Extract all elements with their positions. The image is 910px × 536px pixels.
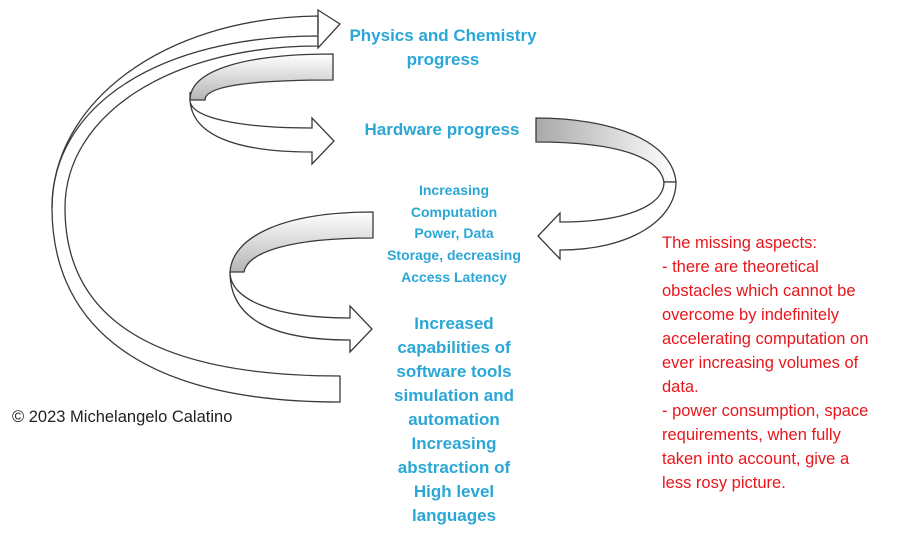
node-software-line: High level [413,482,495,501]
copyright-notice: © 2023 Michelangelo Calatino [12,408,233,426]
node-software-line: abstraction of [397,458,511,477]
node-physics-chemistry: Physics and Chemistry progress [330,24,556,72]
missing-aspects-line: - power consumption, space [662,402,869,420]
node-physics-line: progress [406,50,480,69]
node-computation-power: Increasing Computation Power, Data Stora… [372,180,536,289]
missing-aspects-line: overcome by indefinitely [662,306,840,324]
node-software-line: simulation and [394,386,514,405]
physics-to-hardware-arrow [189,53,335,166]
node-computation-line: Power, Data [414,225,494,242]
node-hardware-line: Hardware progress [364,120,520,139]
missing-aspects-line: accelerating computation on [662,330,869,348]
node-computation-line: Access Latency [401,268,507,285]
missing-aspects-line: taken into account, give a [662,450,850,468]
node-software-line: capabilities of [397,338,511,357]
node-software-line: Increased [414,314,494,333]
node-software-line: Increasing [411,434,497,453]
node-software-line: languages [411,506,497,525]
missing-aspects-line: data. [662,378,699,396]
missing-aspects-line: obstacles which cannot be [662,282,856,300]
missing-aspects-line: requirements, when fully [662,426,841,444]
missing-aspects-line: - there are theoretical [662,258,819,276]
node-software-line: software tools [396,362,512,381]
node-computation-line: Storage, decreasing [387,247,521,264]
node-computation-line: Increasing [418,182,490,198]
node-software-capabilities: Increased capabilities of software tools… [372,312,536,528]
node-physics-line: Physics and Chemistry [349,26,537,45]
missing-aspects-note: The missing aspects: - there are theoret… [662,231,908,495]
node-computation-line: Computation [410,203,498,220]
hardware-to-computation-arrow [535,117,677,261]
missing-aspects-line: ever increasing volumes of [662,354,859,372]
node-software-line: automation [408,410,500,429]
node-hardware-progress: Hardware progress [352,118,532,142]
missing-aspects-line: The missing aspects: [662,234,817,252]
missing-aspects-line: less rosy picture. [662,474,786,492]
computation-to-software-arrow [229,211,374,354]
outer-feedback-arrow [51,8,342,403]
